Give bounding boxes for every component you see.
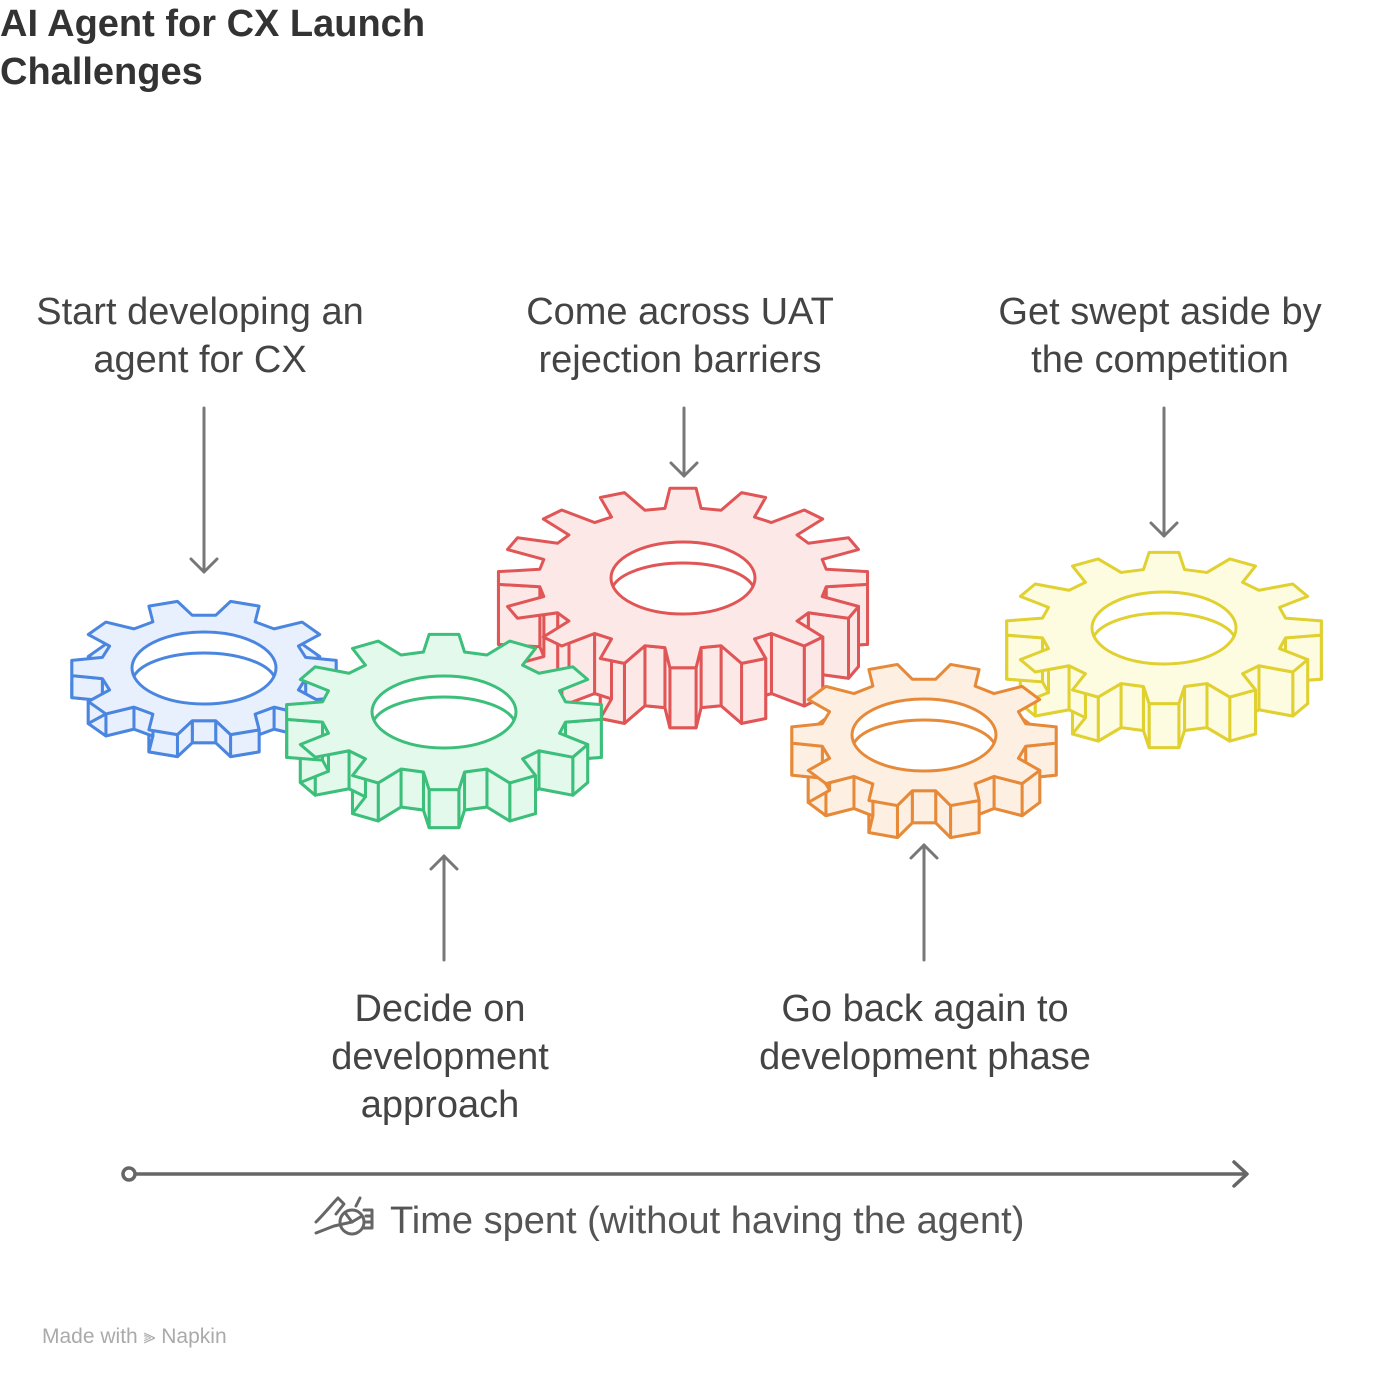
step-label-start: Start developing an agent for CX [36,291,364,381]
gear-side-wall [1147,702,1181,750]
gear-hole [1090,590,1238,666]
gear-side-wall [643,644,667,710]
gear-hole-inner-edge [611,561,755,587]
napkin-logo-icon: ⫸ [143,1325,156,1348]
made-with-credit[interactable]: Made with ⫸ Napkin [42,1325,227,1349]
time-axis [121,1160,1249,1188]
gear-side-wall [1257,664,1295,718]
gear-side-wall [463,767,489,812]
gear-hole [130,630,278,706]
credit-prefix: Made with [42,1325,138,1348]
credit-brand: Napkin [161,1325,227,1348]
gear-side-wall [190,719,218,745]
step-label-go-back: Go back again to development phase [759,988,1091,1078]
step-label-decide: Decide on development approach [331,988,549,1126]
step-label-competition: Get swept aside by the competition [998,291,1322,381]
step-label-uat: Come across UAT rejection barriers [526,291,834,381]
gear-uat [496,486,870,730]
gear-side-wall [1228,688,1258,743]
gear-decide [285,632,603,830]
arrow-up-go-back [909,843,939,962]
arrow-down-start [189,406,219,574]
gear-side-wall [399,767,425,812]
gear-side-wall [910,789,938,825]
gear-side-wall [1119,682,1145,732]
gear-side-wall [740,657,768,725]
gear-side-wall [668,666,698,730]
gear-hole [370,674,518,750]
gear-hole-inner-edge [852,718,996,744]
arrow-up-decide [429,854,459,962]
arrow-down-competition [1149,406,1179,538]
gear-hole-inner-edge [132,651,276,677]
gear-side-wall [699,644,723,710]
axis-label-text: Time spent (without having the agent) [390,1200,1025,1242]
hand-stopwatch-icon [314,1196,374,1236]
gear-hole-inner-edge [372,695,516,721]
arrow-down-uat [669,406,699,478]
gear-hole [609,540,757,616]
gear-side-wall [1183,682,1209,732]
diagram-title: AI Agent for CX Launch Challenges [0,3,426,93]
gear-competition [1005,550,1323,750]
gear-hole-inner-edge [1092,611,1236,637]
axis-label: Time spent (without having the agent) [390,1200,1024,1243]
gear-hole [850,697,998,773]
gear-side-wall [427,788,461,830]
gear-go-back [790,662,1058,840]
